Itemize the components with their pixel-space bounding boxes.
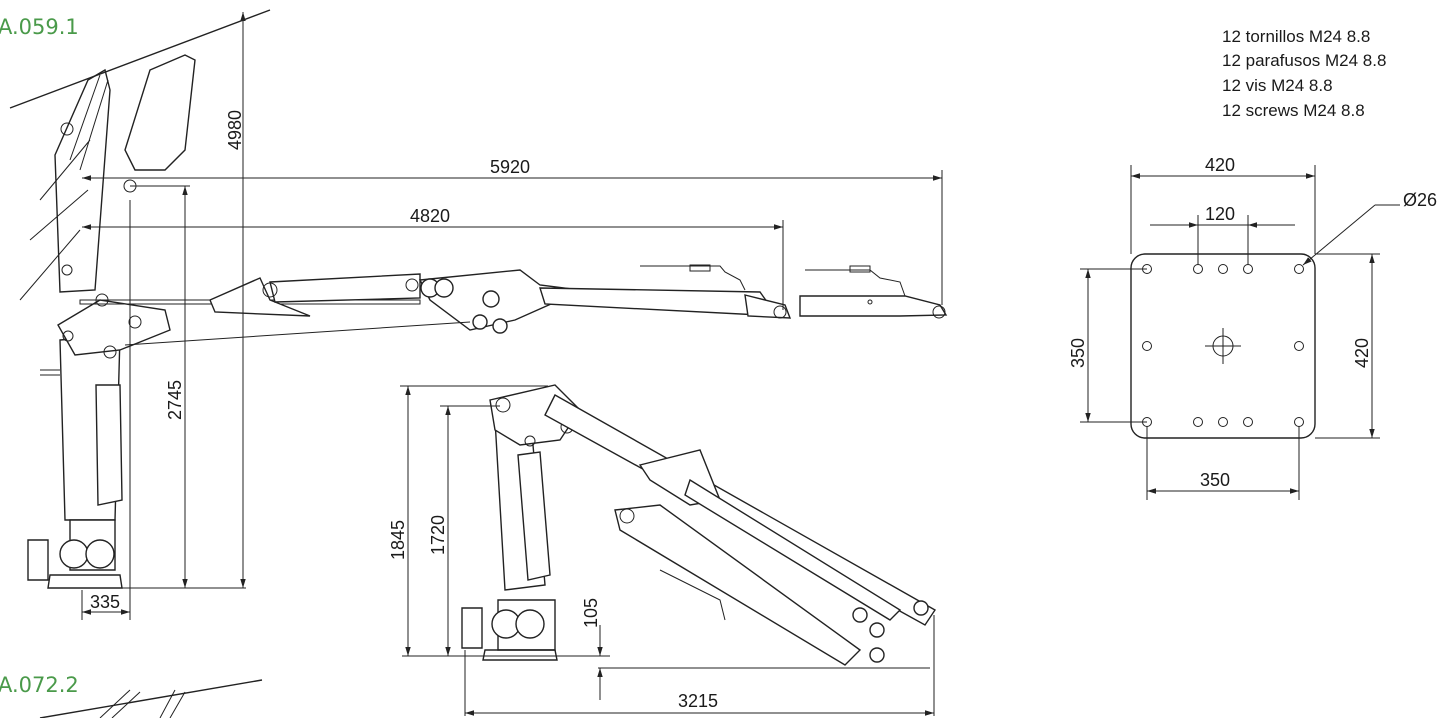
dim-4820: 4820 bbox=[410, 206, 450, 226]
crane-folded bbox=[461, 384, 937, 666]
dimension-base-offset: 335 bbox=[81, 200, 131, 620]
screw-note-en: 12 screws M24 8.8 bbox=[1222, 101, 1365, 120]
dimension-folded-height: 1845 bbox=[388, 385, 548, 656]
plate-dim-350-left: 350 bbox=[1068, 338, 1088, 368]
dimension-total-height: 4980 bbox=[225, 12, 246, 588]
dimension-reach-extended: 5920 bbox=[82, 157, 943, 305]
plate-dim-height-left: 350 bbox=[1068, 268, 1147, 423]
model-label-top: A.059.1 bbox=[0, 15, 79, 39]
dim-105: 105 bbox=[581, 598, 601, 628]
screw-note-es: 12 tornillos M24 8.8 bbox=[1222, 27, 1370, 46]
dim-335: 335 bbox=[90, 592, 120, 612]
dimension-pivot-height: 2745 bbox=[130, 185, 190, 588]
screw-note-pt: 12 parafusos M24 8.8 bbox=[1222, 51, 1386, 70]
plate-dim-120: 120 bbox=[1205, 204, 1235, 224]
screw-notes: 12 tornillos M24 8.8 12 parafusos M24 8.… bbox=[1222, 27, 1386, 120]
plate-dim-420-right: 420 bbox=[1352, 338, 1372, 368]
dim-4980: 4980 bbox=[225, 110, 245, 150]
dim-5920: 5920 bbox=[490, 157, 530, 177]
plate-dim-hole-diameter-label: Ø26 bbox=[1403, 190, 1437, 210]
dim-1845: 1845 bbox=[388, 520, 408, 560]
plate-dim-hole-diameter: Ø26 bbox=[1302, 190, 1437, 266]
crane-boom-extended bbox=[79, 264, 948, 346]
plate-dim-width-bottom: 350 bbox=[1146, 426, 1300, 500]
dim-1720: 1720 bbox=[428, 515, 448, 555]
crane-column-left bbox=[27, 293, 171, 589]
model-label-bottom: A.072.2 bbox=[0, 673, 79, 697]
dimension-base-clearance: 105 bbox=[581, 598, 603, 700]
plate-dim-350-bottom: 350 bbox=[1200, 470, 1230, 490]
dim-2745: 2745 bbox=[165, 380, 185, 420]
truck-cab-outline-top bbox=[9, 9, 271, 301]
plate-dim-width-top: 420 bbox=[1130, 155, 1316, 254]
dimension-folded-length: 3215 bbox=[464, 615, 935, 716]
truck-cab-outline-bottom bbox=[39, 679, 263, 718]
plate-dim-420-top: 420 bbox=[1205, 155, 1235, 175]
plate-dim-hole-spacing: 120 bbox=[1150, 204, 1295, 265]
dimension-reach-retracted: 4820 bbox=[82, 206, 784, 310]
plate-dim-height-right: 420 bbox=[1315, 253, 1380, 439]
screw-note-fr: 12 vis M24 8.8 bbox=[1222, 76, 1333, 95]
dimension-folded-column-height: 1720 bbox=[428, 405, 500, 656]
dim-3215: 3215 bbox=[678, 691, 718, 711]
dimension-ground-line bbox=[402, 655, 930, 669]
base-plate bbox=[1130, 253, 1316, 439]
